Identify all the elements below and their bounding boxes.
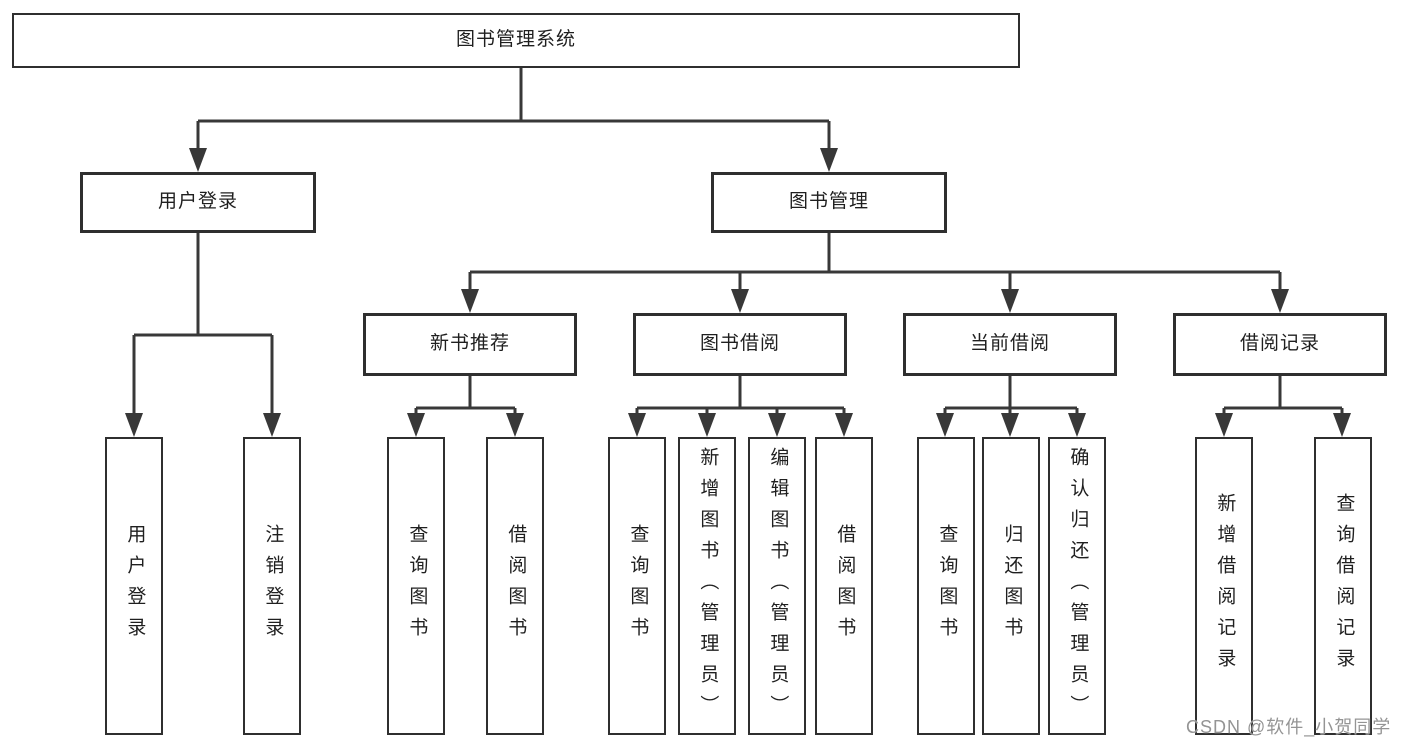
arrowhead-icon [461,289,479,313]
arrowhead-icon [407,413,425,437]
arrowhead-icon [1271,289,1289,313]
leaf-add-book-admin: 新增图书（管理员） [678,437,736,735]
connector-book-management [468,233,1282,293]
connector-new-book-recommend [414,376,517,417]
arrowhead-icon [698,413,716,437]
leaf-edit-book-admin: 编辑图书（管理员） [748,437,806,735]
node-new-book-recommend: 新书推荐 [363,313,577,376]
leaf-return-book: 归还图书 [982,437,1040,735]
leaf-query-books-recommend: 查询图书 [387,437,445,735]
connector-borrow-records [1222,376,1344,417]
arrowhead-icon [1001,413,1019,437]
arrowhead-icon [1068,413,1086,437]
leaf-query-borrow-record: 查询借阅记录 [1314,437,1372,735]
node-current-borrow: 当前借阅 [903,313,1117,376]
leaf-user-login: 用户登录 [105,437,163,735]
node-book-management: 图书管理 [711,172,947,233]
connector-user-login [132,233,274,417]
leaf-add-borrow-record: 新增借阅记录 [1195,437,1253,735]
arrowhead-icon [125,413,143,437]
leaf-query-books-borrow: 查询图书 [608,437,666,735]
connector-root [196,68,831,152]
leaf-query-books-current: 查询图书 [917,437,975,735]
arrowhead-icon [1001,289,1019,313]
node-library-management-system: 图书管理系统 [12,13,1020,68]
arrowhead-icon [820,148,838,172]
arrowhead-icon [189,148,207,172]
arrowhead-icon [628,413,646,437]
arrowhead-icon [936,413,954,437]
arrowhead-icon [1215,413,1233,437]
node-borrow-records: 借阅记录 [1173,313,1387,376]
node-user-login: 用户登录 [80,172,316,233]
arrowhead-icon [1333,413,1351,437]
leaf-borrow-books: 借阅图书 [815,437,873,735]
connector-current-borrow [943,376,1079,417]
leaf-borrow-books-recommend: 借阅图书 [486,437,544,735]
arrowhead-icon [263,413,281,437]
connector-book-borrow [635,376,846,417]
leaf-confirm-return-admin: 确认归还（管理员） [1048,437,1106,735]
arrowhead-icon [731,289,749,313]
arrowhead-icon [768,413,786,437]
arrowhead-icon [835,413,853,437]
node-book-borrow: 图书借阅 [633,313,847,376]
arrowhead-icon [506,413,524,437]
leaf-logout: 注销登录 [243,437,301,735]
